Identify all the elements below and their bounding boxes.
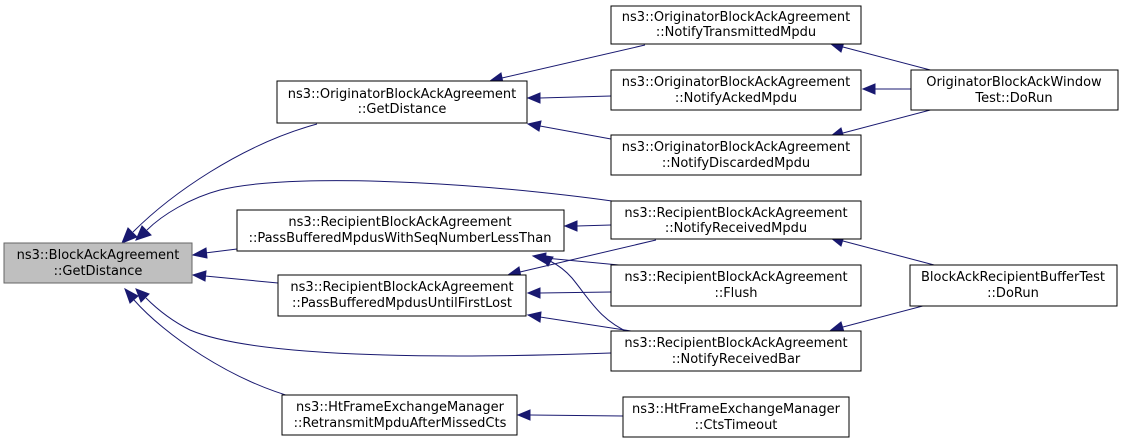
- node-obaw-test-line2: Test::DoRun: [974, 91, 1052, 106]
- node-oba-notifyacked-line1: ns3::OriginatorBlockAckAgreement: [622, 75, 850, 90]
- edge-arrowhead: [526, 92, 541, 104]
- node-oba-notifytransmitted-line1: ns3::OriginatorBlockAckAgreement: [622, 10, 850, 25]
- edge-rba-notifyreceivedbar-to-ba-getdistance: [145, 297, 612, 357]
- edge-rba-notifyreceivedmpdu-to-rba-passbuffered-lost: [519, 239, 657, 273]
- edge-arrowhead: [526, 311, 542, 323]
- node-obaw-test[interactable]: OriginatorBlockAckWindow Test::DoRun: [910, 69, 1119, 111]
- node-rba-notifyreceivedmpdu-line1: ns3::RecipientBlockAckAgreement: [624, 206, 847, 221]
- node-rba-notifyreceivedbar-line2: ::NotifyReceivedBar: [672, 352, 801, 367]
- node-oba-getdistance-line2: ::GetDistance: [358, 102, 447, 117]
- edge-arrowhead: [135, 288, 150, 303]
- edge-htfem-retransmit-to-ba-getdistance: [133, 299, 297, 399]
- node-oba-notifytransmitted[interactable]: ns3::OriginatorBlockAckAgreement ::Notif…: [610, 5, 862, 45]
- node-rba-passbuffered-seq[interactable]: ns3::RecipientBlockAckAgreement ::PassBu…: [236, 209, 565, 252]
- edge-arrowhead: [526, 120, 542, 132]
- node-rba-notifyreceivedbar-line1: ns3::RecipientBlockAckAgreement: [624, 336, 847, 351]
- edge-oba-notifyacked-to-oba-getdistance: [539, 95, 612, 99]
- edge-arrowhead: [191, 270, 207, 282]
- edge-rba-notifyreceivedmpdu-to-rba-passbuffered-seq: [576, 224, 612, 227]
- nodes: ns3::BlockAckAgreement ::GetDistance ns3…: [3, 5, 1119, 438]
- node-oba-notifydiscarded[interactable]: ns3::OriginatorBlockAckAgreement ::Notif…: [610, 134, 862, 176]
- edge-oba-notifytransmitted-to-oba-getdistance: [501, 44, 646, 79]
- node-oba-notifydiscarded-line2: ::NotifyDiscardedMpdu: [662, 156, 810, 171]
- edge-arrowhead: [526, 287, 541, 299]
- edge-arrowhead: [563, 220, 578, 232]
- node-rba-passbuffered-seq-line1: ns3::RecipientBlockAckAgreement: [288, 215, 511, 230]
- node-oba-getdistance[interactable]: ns3::OriginatorBlockAckAgreement ::GetDi…: [276, 80, 528, 124]
- node-oba-getdistance-line1: ns3::OriginatorBlockAckAgreement: [288, 87, 516, 102]
- node-rba-notifyreceivedbar[interactable]: ns3::RecipientBlockAckAgreement ::Notify…: [610, 330, 862, 372]
- edge-arrowhead: [537, 254, 554, 267]
- edge-obaw-test-to-oba-notifydiscarded: [842, 107, 939, 134]
- node-htfem-retransmit-line1: ns3::HtFrameExchangeManager: [296, 400, 505, 415]
- node-ba-getdistance-line1: ns3::BlockAckAgreement: [17, 248, 180, 263]
- edge-arrowhead: [135, 225, 152, 241]
- node-rba-flush-line1: ns3::RecipientBlockAckAgreement: [624, 270, 847, 285]
- node-htfem-retransmit-line2: ::RetransmitMpduAfterMissedCts: [294, 416, 507, 431]
- node-oba-notifyacked[interactable]: ns3::OriginatorBlockAckAgreement ::Notif…: [610, 69, 862, 111]
- node-barb-test-line2: ::DoRun: [987, 286, 1039, 301]
- edge-rba-notifyreceivedmpdu-to-ba-getdistance: [146, 180, 652, 231]
- node-rba-passbuffered-lost-line1: ns3::RecipientBlockAckAgreement: [290, 280, 513, 295]
- edge-oba-notifydiscarded-to-oba-getdistance: [539, 125, 612, 140]
- node-htfem-ctstimeout-line2: ::CtsTimeout: [695, 418, 778, 433]
- node-rba-notifyreceivedmpdu[interactable]: ns3::RecipientBlockAckAgreement ::Notify…: [610, 200, 862, 240]
- node-barb-test[interactable]: BlockAckRecipientBufferTest ::DoRun: [909, 264, 1118, 307]
- node-rba-notifyreceivedmpdu-line2: ::NotifyReceivedMpdu: [665, 221, 807, 236]
- edge-rba-flush-to-rba-passbuffered-lost: [539, 291, 612, 294]
- edge-htfem-ctstimeout-to-htfem-retransmit: [529, 414, 624, 417]
- edge-arrowhead: [516, 409, 531, 421]
- node-htfem-ctstimeout[interactable]: ns3::HtFrameExchangeManager ::CtsTimeout: [622, 396, 850, 438]
- node-rba-passbuffered-lost[interactable]: ns3::RecipientBlockAckAgreement ::PassBu…: [277, 274, 527, 317]
- node-oba-notifydiscarded-line1: ns3::OriginatorBlockAckAgreement: [622, 140, 850, 155]
- node-obaw-test-line1: OriginatorBlockAckWindow: [926, 75, 1102, 90]
- node-htfem-retransmit[interactable]: ns3::HtFrameExchangeManager ::Retransmit…: [281, 394, 518, 436]
- edge-arrowhead: [121, 227, 138, 244]
- node-oba-notifyacked-line2: ::NotifyAckedMpdu: [675, 91, 797, 106]
- edge-arrowhead: [191, 247, 208, 259]
- edge-arrowhead: [124, 287, 139, 304]
- edge-rba-passbuffered-seq-to-ba-getdistance: [204, 248, 238, 254]
- edge-rba-notifyreceivedbar-to-rba-passbuffered-seq: [549, 260, 631, 334]
- node-rba-passbuffered-seq-line2: ::PassBufferedMpdusWithSeqNumberLessThan: [249, 231, 552, 246]
- edge-rba-passbuffered-lost-to-ba-getdistance: [204, 275, 279, 284]
- edge-arrowhead: [861, 83, 876, 95]
- edge-obaw-test-to-oba-notifytransmitted: [842, 46, 939, 73]
- node-ba-getdistance-line2: ::GetDistance: [54, 264, 143, 279]
- node-rba-passbuffered-lost-line2: ::PassBufferedMpdusUntilFirstLost: [292, 296, 512, 311]
- edge-oba-getdistance-to-ba-getdistance: [132, 123, 318, 233]
- node-ba-getdistance[interactable]: ns3::BlockAckAgreement ::GetDistance: [3, 242, 193, 284]
- node-htfem-ctstimeout-line1: ns3::HtFrameExchangeManager: [632, 402, 841, 417]
- node-rba-flush-line2: ::Flush: [714, 286, 757, 301]
- node-rba-flush[interactable]: ns3::RecipientBlockAckAgreement ::Flush: [610, 264, 862, 307]
- node-oba-notifytransmitted-line2: ::NotifyTransmittedMpdu: [656, 25, 816, 40]
- edge-barb-test-to-rba-notifyreceivedmpdu: [842, 240, 939, 267]
- node-barb-test-line1: BlockAckRecipientBufferTest: [921, 270, 1105, 285]
